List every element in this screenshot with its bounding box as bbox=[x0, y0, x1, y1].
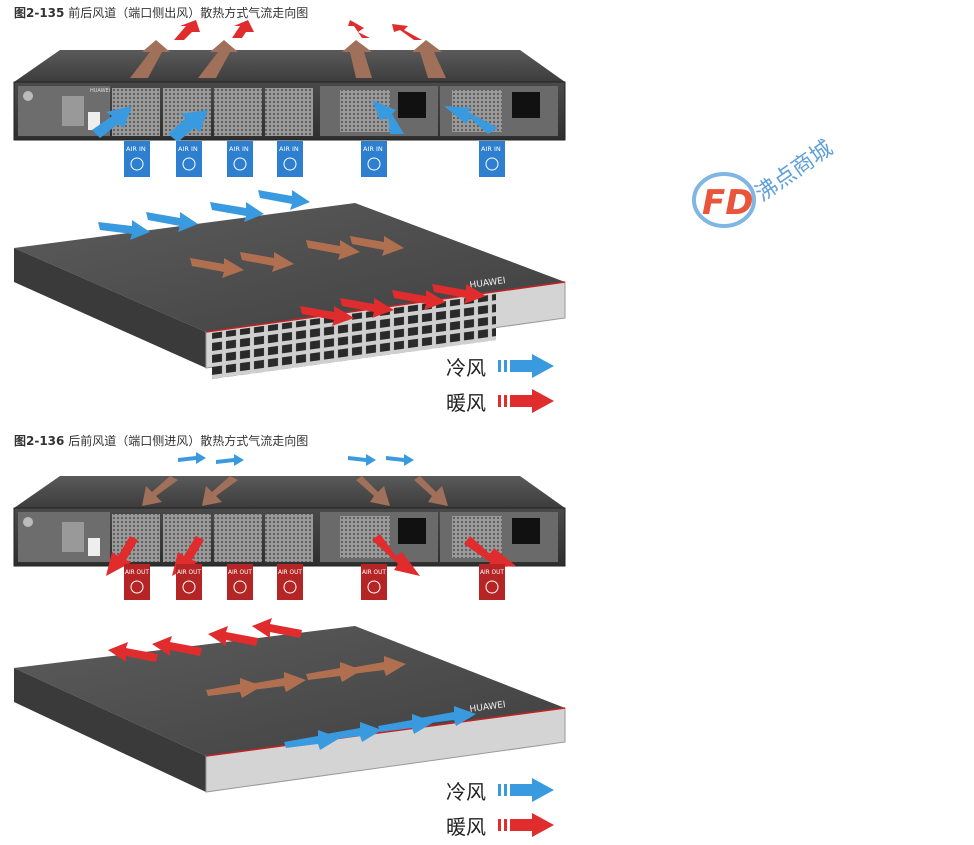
badge-label: AIR IN bbox=[279, 145, 299, 153]
rear-exhaust-arrows bbox=[130, 20, 446, 78]
legend-cold-arrow bbox=[498, 778, 554, 802]
figure-caption-1: 图2-135 前后风道（端口侧出风）散热方式气流走向图 bbox=[14, 4, 308, 21]
watermark-text: 沸点商城 bbox=[751, 136, 837, 207]
switch-front-view: HUAWEI bbox=[14, 626, 566, 793]
front-brand: HUAWEI bbox=[469, 700, 506, 715]
legend-warm-arrow bbox=[498, 813, 554, 837]
figure-number: 图2-135 bbox=[14, 6, 65, 20]
figure-1-svg: HUAWEI AIR IN AIR IN bbox=[13, 20, 566, 379]
figure-title: 前后风道（端口侧出风）散热方式气流走向图 bbox=[68, 6, 309, 20]
badge-label: AIR OUT bbox=[278, 570, 302, 576]
figure-1-diagram: HUAWEI AIR IN AIR IN bbox=[0, 0, 974, 420]
front-cold-arrows bbox=[98, 190, 310, 240]
figure-title: 后前风道（端口侧进风）散热方式气流走向图 bbox=[68, 434, 309, 448]
watermark-logo-text: FD bbox=[702, 183, 753, 223]
legend-warm-label: 暖风 bbox=[446, 815, 486, 839]
figure-caption-2: 图2-136 后前风道（端口侧进风）散热方式气流走向图 bbox=[14, 432, 308, 449]
badge-label: AIR IN bbox=[363, 145, 383, 153]
badge-label: AIR OUT bbox=[177, 570, 201, 576]
rear-intake-top-arrows bbox=[178, 452, 414, 466]
front-mid-arrows bbox=[190, 236, 404, 278]
watermark: FD 沸点商城 bbox=[688, 110, 878, 240]
air-out-badges: AIR OUT AIR OUT AIR OUT AIR OUT AIR OUT … bbox=[124, 564, 505, 600]
legend-warm-arrow bbox=[498, 389, 554, 413]
legend-cold-arrow bbox=[498, 354, 554, 378]
switch-rear-view: HUAWEI bbox=[13, 50, 566, 141]
badge-label: AIR IN bbox=[178, 145, 198, 153]
badge-label: AIR IN bbox=[126, 145, 146, 153]
watermark-logo-icon: FD 沸点商城 bbox=[692, 136, 838, 228]
badge-label: AIR OUT bbox=[228, 570, 252, 576]
rear-intake-arrows bbox=[92, 100, 498, 142]
legend-cold-label: 冷风 bbox=[446, 780, 486, 804]
badge-label: AIR IN bbox=[481, 145, 501, 153]
badge-label: AIR OUT bbox=[480, 570, 504, 576]
rear-brand: HUAWEI bbox=[90, 88, 110, 94]
figure-number: 图2-136 bbox=[14, 434, 65, 448]
figure-2-svg: AIR OUT AIR OUT AIR OUT AIR OUT AIR OUT … bbox=[13, 452, 566, 793]
legend-warm-label: 暖风 bbox=[446, 391, 486, 415]
badge-label: AIR OUT bbox=[125, 570, 149, 576]
front-cold-arrows bbox=[284, 706, 476, 750]
rear-top-mid-arrows bbox=[142, 476, 448, 506]
air-in-badges: AIR IN AIR IN AIR IN AIR IN AIR IN AIR I… bbox=[124, 141, 505, 177]
legend-cold-label: 冷风 bbox=[446, 356, 486, 380]
switch-rear-view bbox=[13, 476, 566, 567]
figure-2-diagram: AIR OUT AIR OUT AIR OUT AIR OUT AIR OUT … bbox=[0, 440, 974, 841]
front-warm-arrows bbox=[108, 618, 302, 662]
front-mid-arrows bbox=[206, 656, 406, 698]
badge-label: AIR OUT bbox=[362, 570, 386, 576]
front-warm-arrows bbox=[300, 284, 486, 326]
badge-label: AIR IN bbox=[229, 145, 249, 153]
front-brand: HUAWEI bbox=[469, 276, 506, 291]
